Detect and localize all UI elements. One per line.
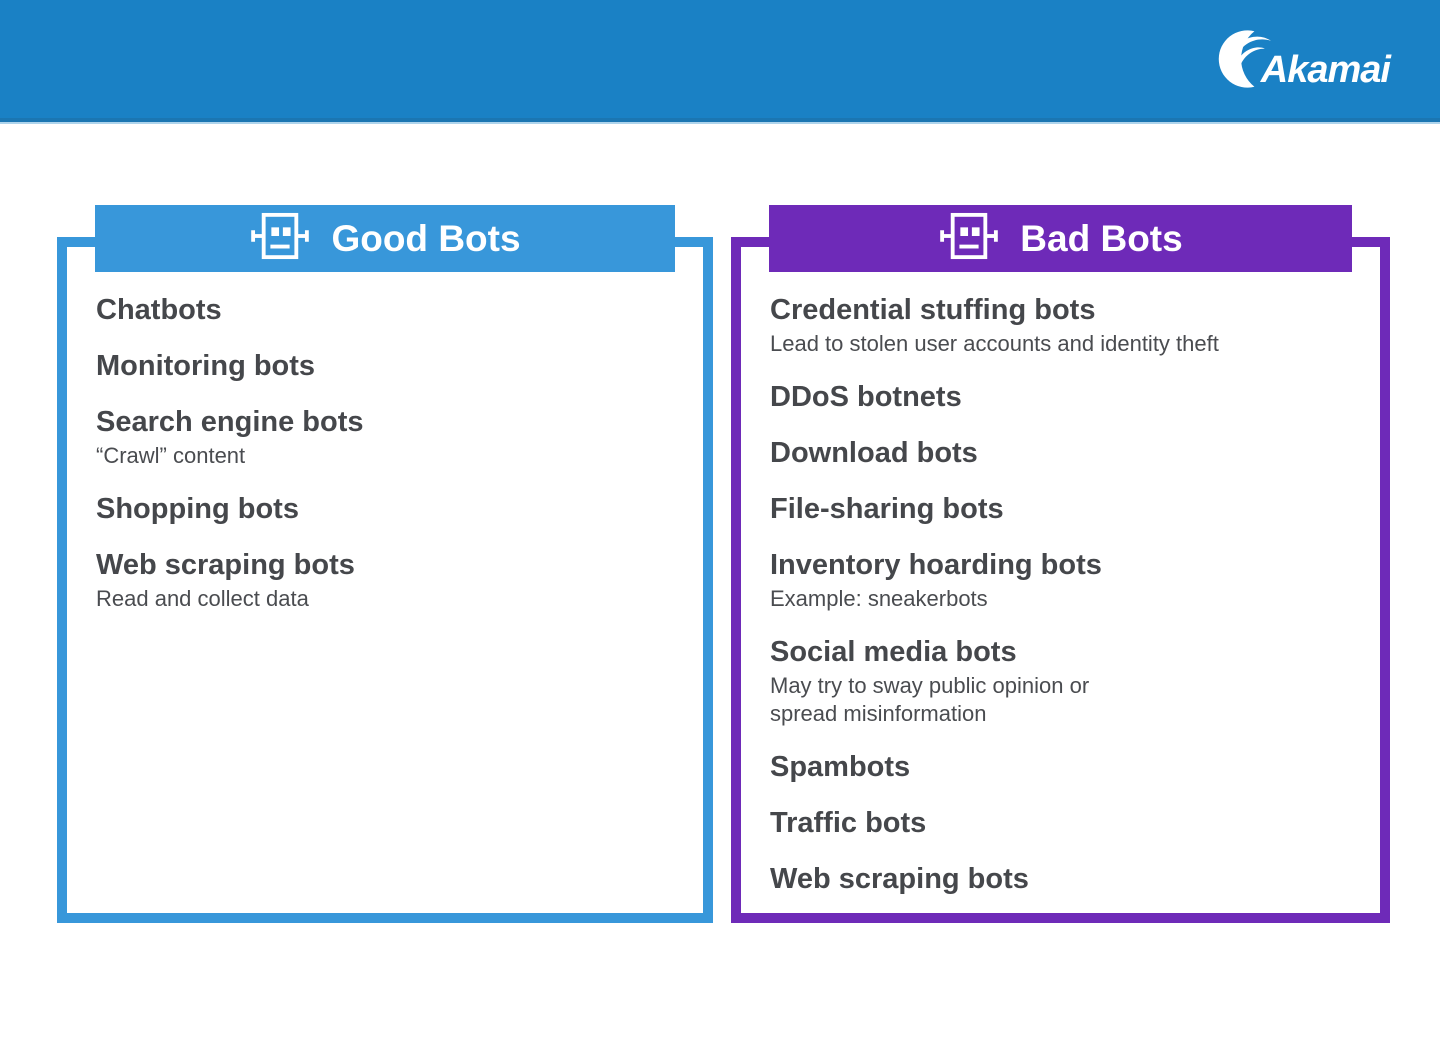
list-item: Traffic bots — [770, 806, 1358, 840]
list-item: Shopping bots — [96, 492, 681, 526]
list-item: Chatbots — [96, 293, 681, 327]
good-bots-list: Chatbots Monitoring bots Search engine b… — [67, 247, 703, 613]
good-bots-header: Good Bots — [95, 205, 675, 272]
bot-type-description: Lead to stolen user accounts and identit… — [770, 331, 1219, 356]
list-item: Web scraping bots Read and collect data — [96, 548, 681, 613]
list-item: DDoS botnets — [770, 380, 1358, 414]
banner-underline — [0, 122, 1440, 124]
bot-type-label: Monitoring bots — [96, 350, 316, 382]
bot-type-label: Search engine bots — [96, 406, 364, 438]
bad-bots-title: Bad Bots — [1020, 218, 1183, 259]
good-bots-title: Good Bots — [331, 218, 521, 259]
good-bots-panel: Good Bots Chatbots Monitoring bots Searc… — [57, 205, 713, 923]
bot-type-label: Inventory hoarding bots — [770, 549, 1102, 581]
bot-type-label: File-sharing bots — [770, 493, 1004, 525]
list-item: Credential stuffing bots Lead to stolen … — [770, 293, 1358, 358]
robot-icon — [938, 212, 1000, 265]
list-item: Download bots — [770, 436, 1358, 470]
bot-type-description: Read and collect data — [96, 586, 309, 611]
bad-bots-header: Bad Bots — [769, 205, 1352, 272]
list-item: Spambots — [770, 750, 1358, 784]
bot-type-label: Download bots — [770, 437, 978, 469]
akamai-logo-text: Akamai — [1260, 49, 1391, 91]
bot-type-label: Traffic bots — [770, 807, 927, 839]
bad-bots-panel: Bad Bots Credential stuffing bots Lead t… — [731, 205, 1390, 923]
akamai-logo: Akamai — [1211, 26, 1391, 92]
bot-type-label: Spambots — [770, 751, 911, 783]
robot-icon — [249, 212, 311, 265]
list-item: Inventory hoarding bots Example: sneaker… — [770, 548, 1358, 613]
bot-type-label: Credential stuffing bots — [770, 294, 1096, 326]
bot-type-description: Example: sneakerbots — [770, 586, 988, 611]
bot-type-label: Web scraping bots — [96, 549, 355, 581]
list-item: File-sharing bots — [770, 492, 1358, 526]
bot-type-label: Web scraping bots — [770, 863, 1029, 895]
list-item: Search engine bots “Crawl” content — [96, 405, 681, 470]
bot-type-description: May try to sway public opinion or spread… — [770, 673, 1090, 726]
list-item: Monitoring bots — [96, 349, 681, 383]
bad-bots-list: Credential stuffing bots Lead to stolen … — [741, 247, 1380, 896]
bot-type-label: Shopping bots — [96, 493, 299, 525]
bot-type-label: Chatbots — [96, 294, 222, 326]
bot-comparison: Good Bots Chatbots Monitoring bots Searc… — [57, 205, 1390, 923]
akamai-wave-icon — [1211, 26, 1277, 92]
bot-type-label: DDoS botnets — [770, 381, 962, 413]
list-item: Web scraping bots — [770, 862, 1358, 896]
bot-type-description: “Crawl” content — [96, 443, 246, 468]
list-item: Social media bots May try to sway public… — [770, 635, 1358, 728]
bot-type-label: Social media bots — [770, 636, 1017, 668]
top-banner: Akamai — [0, 0, 1440, 122]
